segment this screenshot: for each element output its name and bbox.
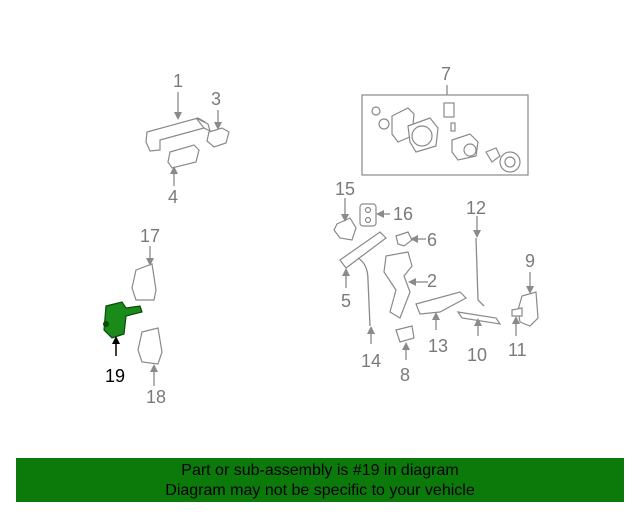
callout-2: 2 xyxy=(427,271,438,291)
part-8-clip xyxy=(395,325,415,360)
part-18-hinge-lower xyxy=(137,327,163,386)
part-10-rod xyxy=(456,311,502,336)
callout-13: 13 xyxy=(428,336,449,356)
callout-10: 10 xyxy=(467,345,488,365)
part-11-clip xyxy=(511,307,523,336)
part-7-lock-cylinder-set xyxy=(361,85,529,176)
callout-5: 5 xyxy=(341,291,352,311)
part-1-outside-handle xyxy=(145,92,211,152)
part-6-clip xyxy=(395,231,426,247)
banner-line-1: Part or sub-assembly is #19 in diagram xyxy=(181,462,459,479)
callout-12: 12 xyxy=(466,198,487,218)
callout-1: 1 xyxy=(173,71,184,91)
part-4-handle-base xyxy=(167,144,200,186)
callout-17: 17 xyxy=(140,226,161,246)
info-banner: Part or sub-assembly is #19 in diagram D… xyxy=(16,458,624,502)
part-17-hinge-upper xyxy=(131,246,157,301)
callout-3: 3 xyxy=(211,89,222,109)
part-19-door-check xyxy=(103,301,143,356)
part-3-handle-cap xyxy=(206,110,230,148)
callout-11: 11 xyxy=(508,340,527,360)
callout-16: 16 xyxy=(393,204,414,224)
part-5-rod xyxy=(339,231,387,288)
part-2-latch xyxy=(383,251,428,319)
callout-9: 9 xyxy=(525,251,536,271)
part-15-bracket xyxy=(333,198,357,241)
callout-15: 15 xyxy=(335,179,356,199)
callout-14: 14 xyxy=(361,351,382,371)
callout-6: 6 xyxy=(427,230,438,250)
banner-line-2: Diagram may not be specific to your vehi… xyxy=(165,482,475,499)
callout-18: 18 xyxy=(146,387,167,407)
callout-7: 7 xyxy=(441,64,452,84)
callout-19-highlighted: 19 xyxy=(105,366,126,386)
part-12-cable xyxy=(473,216,485,307)
part-9-lever xyxy=(517,272,539,327)
callout-4: 4 xyxy=(168,187,179,207)
part-13-rod xyxy=(415,291,467,330)
callout-8: 8 xyxy=(400,365,411,385)
part-14-rod xyxy=(357,257,375,344)
part-16-plate xyxy=(359,203,390,227)
